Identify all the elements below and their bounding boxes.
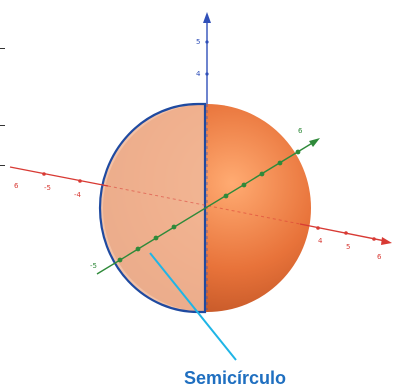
x-axis-hidden [107, 185, 301, 225]
semicircle [98, 102, 207, 314]
callout-label: Semicírculo [184, 368, 286, 388]
x-axis-left [9, 166, 109, 187]
x-tick-label: -4 [74, 191, 82, 199]
edge-mark [0, 48, 5, 49]
y-axis-ticks [117, 149, 301, 263]
x-axis-arrow-icon [381, 237, 392, 245]
z-tick-label: 4 [196, 70, 201, 78]
x-tick-label: 4 [318, 237, 323, 245]
z-axis-ticks [205, 40, 209, 76]
y-axis-arrow-icon [309, 138, 320, 147]
x-tick-label: -5 [44, 184, 51, 192]
z-tick-label: 5 [196, 38, 200, 46]
callout-pointer [149, 252, 237, 361]
x-axis-right [299, 223, 386, 242]
y-tick-label: -5 [90, 262, 97, 270]
x-axis-ticks [42, 172, 376, 241]
edge-mark [0, 125, 5, 126]
x-tick-label: 6 [14, 182, 19, 190]
edge-mark [0, 165, 5, 166]
x-tick-label: 5 [346, 243, 350, 251]
z-axis-arrow-icon [203, 12, 211, 23]
x-tick-label: 6 [377, 253, 382, 261]
y-tick-label: 6 [298, 127, 303, 135]
